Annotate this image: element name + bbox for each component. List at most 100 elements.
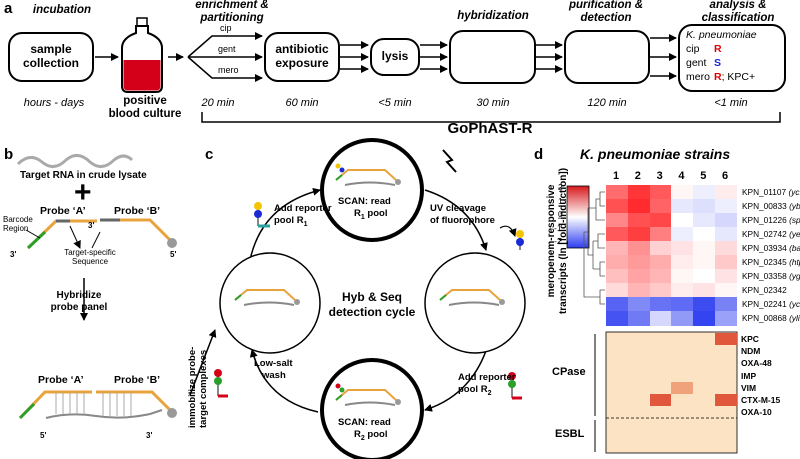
heatmap-cell	[649, 297, 672, 312]
time-incubation: hours - days	[23, 97, 85, 109]
result-cip-value: R	[714, 43, 722, 56]
heatmap-cell	[693, 311, 716, 326]
enzyme-label: IMP	[741, 370, 757, 381]
scale-tick: -1	[554, 223, 562, 233]
scan-r1-circle	[320, 138, 424, 242]
heatmap-cell	[649, 199, 672, 214]
enzyme-label: VIM	[741, 382, 757, 393]
heatmap-cell	[627, 185, 651, 200]
panel-label-d: d	[534, 146, 544, 163]
heatmap-cell	[649, 283, 672, 298]
heatmap-cell	[627, 269, 651, 284]
probe-b-label-2: Probe ‘B’	[114, 374, 161, 386]
heatmap-cell	[627, 311, 651, 326]
result-cip-label: cip	[686, 43, 700, 56]
target-rna-label: Target RNA in crude lysate	[20, 170, 147, 181]
heatmap-cell	[606, 213, 629, 228]
heatmap-cell	[693, 283, 716, 298]
probe-b-3-prime: 3'	[88, 221, 95, 230]
uv-lightning-icon	[442, 149, 457, 173]
complex-3-prime: 3'	[146, 431, 153, 440]
scan-r1-label-1: SCAN: read	[338, 196, 391, 207]
time-enrich: 20 min	[201, 97, 235, 109]
heatmap-cell	[715, 269, 738, 284]
strain-number: 3	[656, 170, 663, 182]
heatmap-cell	[627, 297, 651, 312]
cleaved-fluorophore-icon	[516, 230, 524, 250]
target-specific-label-2: Sequence	[71, 257, 109, 266]
barcode-label-2: Region	[3, 224, 29, 233]
enzyme-cell	[715, 333, 737, 346]
panel-c-drawing	[189, 138, 526, 459]
panel-a-arrows	[95, 32, 677, 82]
heatmap-cell	[715, 185, 738, 200]
enzyme-label: OXA-10	[741, 407, 772, 418]
uv-label-1: UV cleavage	[430, 203, 486, 214]
cycle-center-label-2: detection cycle	[328, 305, 416, 319]
reporter-r2-icon	[508, 372, 522, 400]
enzyme-label: OXA-48	[741, 358, 772, 369]
barcode-label-1: Barcode	[3, 215, 33, 224]
heatmap-cell	[693, 297, 716, 312]
panel-label-c: c	[205, 146, 214, 163]
drug-mero: mero	[218, 65, 239, 75]
heatmap-cell	[649, 227, 672, 242]
heatmap-cell	[649, 213, 672, 228]
heatmap-cell	[715, 283, 738, 298]
heatmap-cell	[671, 283, 694, 298]
time-detect: 120 min	[587, 97, 627, 109]
enzyme-cell	[715, 394, 737, 407]
panel-label-a: a	[4, 0, 13, 17]
gene-label: KPN_03358 (yggG)	[742, 271, 800, 281]
gene-label: KPN_03934 (bax)	[742, 243, 800, 253]
scan-r1-label-2: R1 pool	[354, 208, 388, 221]
blood-culture-label-2: blood culture	[108, 108, 182, 120]
plus-sign: +	[74, 176, 92, 209]
heatmap-cell	[693, 185, 716, 200]
esbl-label: ESBL	[555, 428, 585, 440]
complex-5-prime: 5'	[40, 431, 47, 440]
stage-partitioning: partitioning	[200, 12, 264, 24]
result-mero-label: mero	[686, 71, 710, 84]
hybridize-label-2: probe panel	[50, 302, 108, 313]
arrow-split-top	[187, 32, 263, 58]
drug-cip: cip	[220, 23, 232, 33]
immobilize-label: immobilize probe- target complexes	[187, 347, 210, 428]
gene-label: KPN_02241 (ychH)	[742, 299, 800, 309]
heatmap-cell	[693, 199, 716, 214]
enzyme-label: CTX-M-15	[741, 395, 781, 405]
heatmap-cell	[627, 255, 651, 270]
result-gent-label: gent	[686, 57, 707, 70]
heatmap-cell	[715, 213, 738, 228]
gene-label: KPN_01226 (spy)	[742, 215, 800, 225]
stage-classification: classification	[701, 12, 775, 24]
heatmap-cell	[606, 269, 629, 284]
strain-number: 1	[613, 170, 620, 182]
probe-b-label: Probe ‘B’	[114, 205, 161, 217]
heatmap-cell	[671, 255, 694, 270]
heatmap-cell	[649, 311, 672, 326]
target-rna-icon	[16, 154, 134, 168]
target-specific-label-1: Target-specific	[64, 248, 116, 257]
heatmap-cell	[671, 213, 694, 228]
heatmap-cell	[715, 241, 738, 256]
hybridization-box	[449, 30, 536, 84]
wash-label-2: wash	[262, 370, 286, 381]
drug-gent: gent	[218, 44, 236, 54]
uv-label-2: of fluorophore	[430, 215, 495, 226]
gene-label: KPN_02742 (yeeC)	[742, 229, 800, 239]
heatmap-cell	[715, 255, 738, 270]
scale-tick: 0	[558, 209, 563, 219]
heatmap-cell	[606, 311, 629, 326]
wash-label-1: Low-salt	[254, 358, 293, 369]
time-exposure: 60 min	[285, 97, 319, 109]
heatmap-cell	[671, 269, 694, 284]
heatmap-cell	[693, 269, 716, 284]
heatmap-cell	[671, 311, 694, 326]
enzyme-label: NDM	[741, 346, 761, 357]
stage-enrichment: enrichment &	[195, 0, 269, 11]
gene-label: KPN_02345 (htpX)	[742, 257, 800, 267]
heatmap-cell	[671, 185, 694, 200]
scale-tick: 2	[558, 182, 563, 192]
